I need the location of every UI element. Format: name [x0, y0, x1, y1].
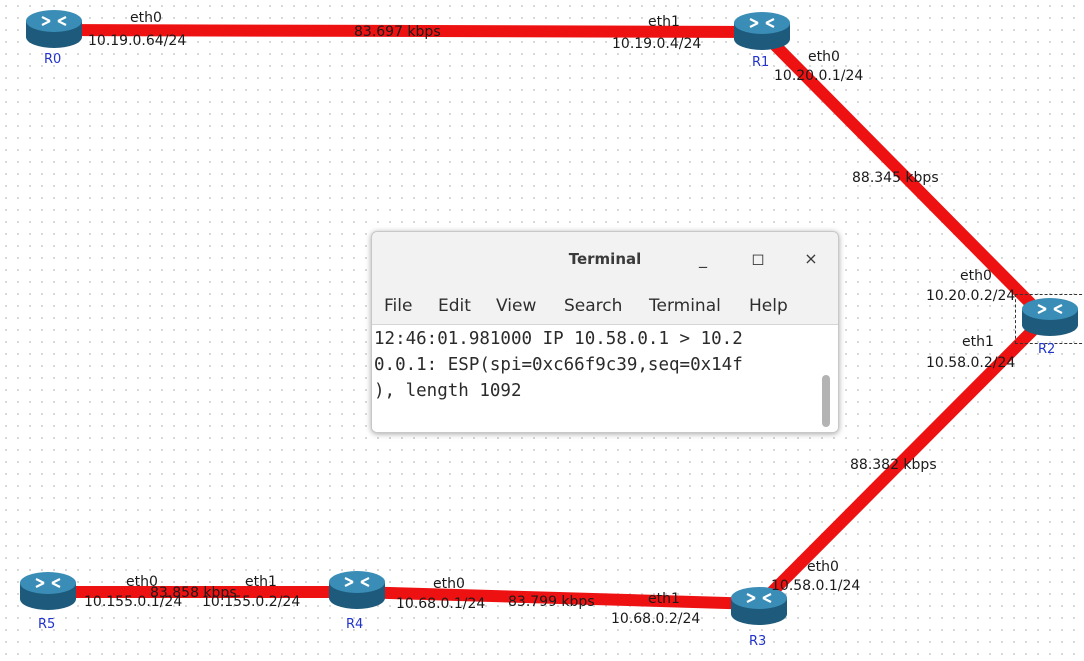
link-rate-r3-r4: 83.799 kbps: [508, 594, 595, 610]
iface-ip: 10.20.0.1/24: [774, 68, 864, 84]
link-rate-r1-r2: 88.345 kbps: [852, 170, 939, 186]
terminal-window[interactable]: Terminal _ ◻ × File Edit View Search Ter…: [371, 231, 839, 433]
iface-name: eth0: [433, 576, 465, 592]
menu-terminal[interactable]: Terminal: [649, 296, 721, 316]
menu-help[interactable]: Help: [749, 296, 788, 316]
link-r1-r2[interactable]: [757, 27, 1050, 323]
router-r4-icon[interactable]: [327, 570, 387, 612]
terminal-scrollbar[interactable]: [822, 375, 830, 427]
selection-box: [1015, 294, 1084, 344]
menu-edit[interactable]: Edit: [438, 296, 471, 316]
link-rate-r2-r3: 88.382 kbps: [850, 457, 937, 473]
iface-name: eth0: [808, 49, 840, 65]
router-r0-icon[interactable]: [24, 9, 84, 51]
router-r0-label: R0: [44, 52, 62, 67]
router-r5-icon[interactable]: [18, 571, 78, 613]
link-r2-r3[interactable]: [755, 313, 1050, 609]
link-r3-r4[interactable]: [356, 586, 761, 610]
router-r2-label: R2: [1038, 342, 1056, 357]
iface-name: eth1: [648, 14, 680, 30]
router-r3-icon[interactable]: [729, 586, 789, 628]
iface-ip: 10.155.0.1/24: [84, 594, 183, 610]
iface-ip: 10.20.0.2/24: [926, 288, 1016, 304]
router-r1-icon[interactable]: [732, 11, 792, 53]
menu-search[interactable]: Search: [564, 296, 623, 316]
close-button[interactable]: ×: [804, 249, 818, 268]
terminal-output[interactable]: 12:46:01.981000 IP 10.58.0.1 > 10.2 0.0.…: [372, 324, 838, 432]
iface-name: eth0: [807, 559, 839, 575]
router-r5-label: R5: [38, 617, 56, 632]
iface-ip: 10.19.0.64/24: [88, 33, 187, 49]
iface-name: eth0: [126, 574, 158, 590]
iface-ip: 10.68.0.1/24: [396, 596, 486, 612]
iface-ip: 10.68.0.2/24: [611, 611, 701, 627]
maximize-button[interactable]: ◻: [751, 249, 765, 268]
iface-ip: 10.58.0.1/24: [771, 578, 861, 594]
router-r3-label: R3: [749, 634, 767, 649]
terminal-title: Terminal: [568, 250, 642, 268]
terminal-line: 12:46:01.981000 IP 10.58.0.1 > 10.2: [374, 329, 743, 349]
iface-ip: 10.19.0.4/24: [612, 36, 702, 52]
router-r4-label: R4: [346, 617, 364, 632]
iface-name: eth1: [962, 334, 994, 350]
menu-file[interactable]: File: [384, 296, 413, 316]
terminal-menubar: File Edit View Search Terminal Help: [372, 290, 838, 324]
iface-ip: 10.58.0.2/24: [926, 355, 1016, 371]
link-rate-r4-r5: 83.858 kbps: [150, 585, 237, 601]
router-r1-label: R1: [752, 55, 770, 70]
iface-name: eth1: [648, 591, 680, 607]
link-r0-r1[interactable]: [54, 24, 763, 38]
link-rate-r0-r1: 83.697 kbps: [354, 24, 441, 40]
menu-view[interactable]: View: [496, 296, 537, 316]
iface-name: eth0: [960, 268, 992, 284]
terminal-line: 0.0.1: ESP(spi=0xc66f9c39,seq=0x14f: [374, 355, 743, 375]
iface-name: eth1: [245, 574, 277, 590]
minimize-button[interactable]: _: [699, 249, 707, 268]
terminal-line: ), length 1092: [374, 381, 522, 401]
iface-name: eth0: [130, 10, 162, 26]
router-r2-icon[interactable]: [1020, 297, 1080, 339]
iface-ip: 10.155.0.2/24: [202, 594, 301, 610]
